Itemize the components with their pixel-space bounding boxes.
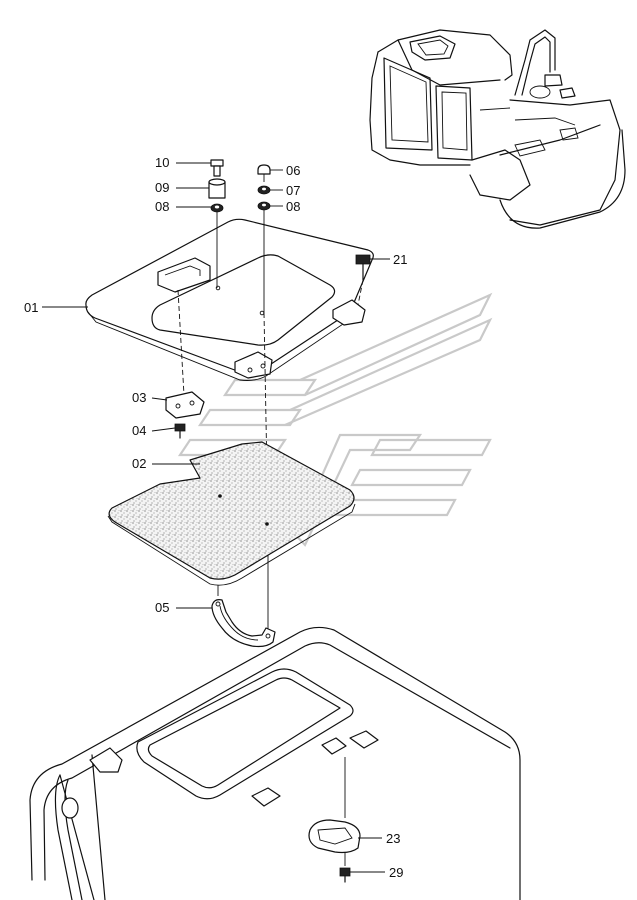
hatch-cover-01 (85, 218, 374, 381)
bracket-03 (165, 391, 205, 419)
leader-03 (177, 289, 185, 396)
callout-01: 01 (24, 300, 38, 315)
excavator-overview (369, 29, 626, 229)
bolt-stack-left (208, 159, 226, 288)
callout-05: 05 (155, 600, 169, 615)
mat-02 (107, 441, 356, 586)
callout-29: 29 (389, 865, 403, 880)
callout-21: 21 (393, 252, 407, 267)
callout-02: 02 (132, 456, 146, 471)
callout-08-right: 08 (286, 199, 300, 214)
callout-03: 03 (132, 390, 146, 405)
callout-06: 06 (286, 163, 300, 178)
screw-29 (339, 867, 351, 883)
callout-07: 07 (286, 183, 300, 198)
callout-23: 23 (386, 831, 400, 846)
callout-04: 04 (132, 423, 146, 438)
cap-23 (308, 819, 361, 866)
callout-08-left: 08 (155, 199, 169, 214)
callout-leaders (42, 162, 390, 873)
bolt-21 (355, 254, 371, 306)
callout-10: 10 (155, 155, 169, 170)
callout-09: 09 (155, 180, 169, 195)
cab-roof (29, 626, 521, 900)
handle-05 (211, 585, 276, 648)
screw-04 (174, 423, 186, 439)
callout-labels: 10 09 08 06 07 08 21 01 03 04 02 05 23 2… (24, 155, 407, 880)
